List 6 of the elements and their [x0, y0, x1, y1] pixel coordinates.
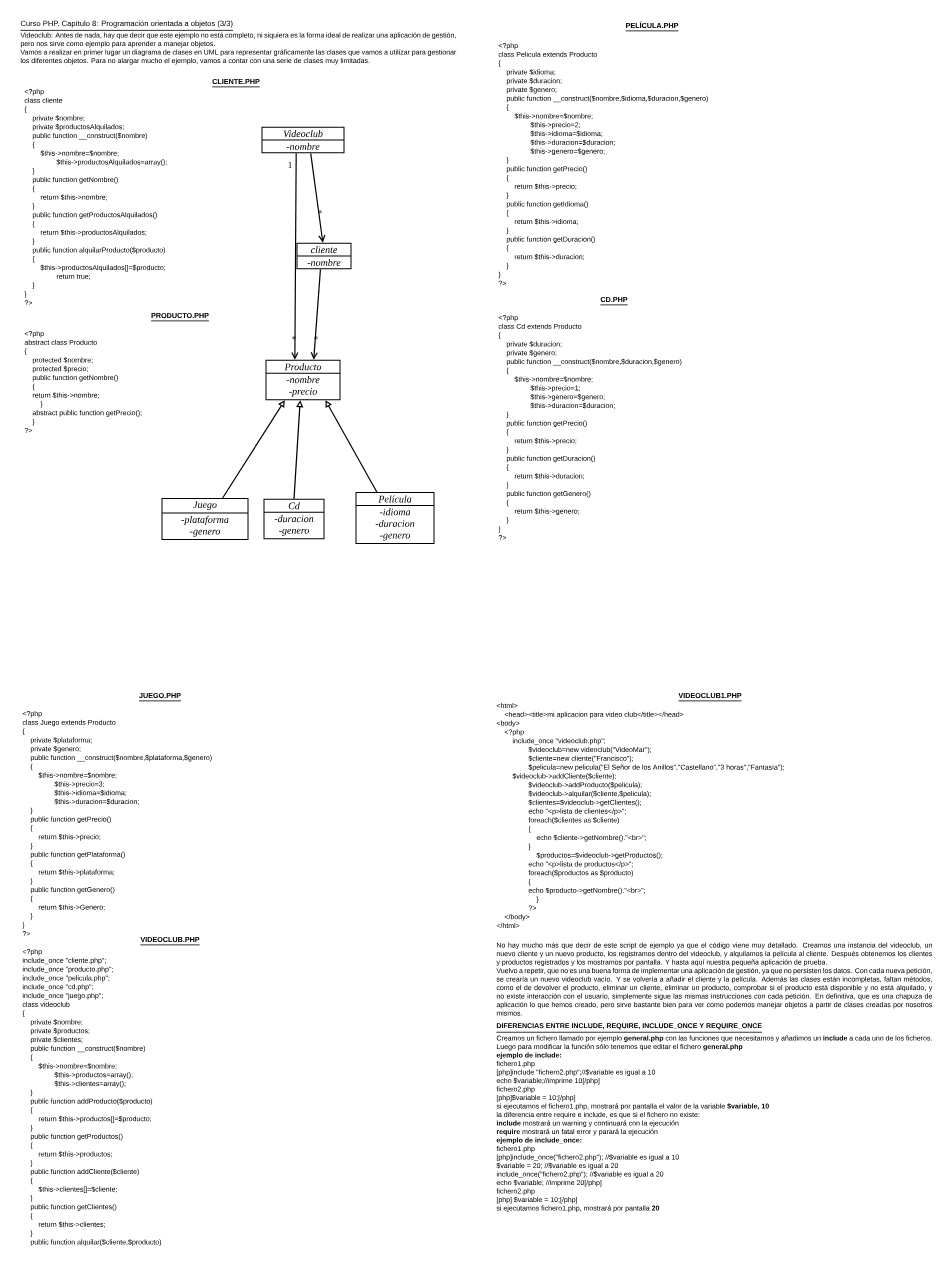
inheritance-arrow: [293, 400, 304, 500]
association-arrow: [291, 152, 299, 360]
association-arrow: [310, 152, 326, 243]
inheritance-arrow: [325, 400, 378, 493]
association-arrow: [310, 268, 322, 360]
inheritance-arrow: [222, 400, 285, 499]
